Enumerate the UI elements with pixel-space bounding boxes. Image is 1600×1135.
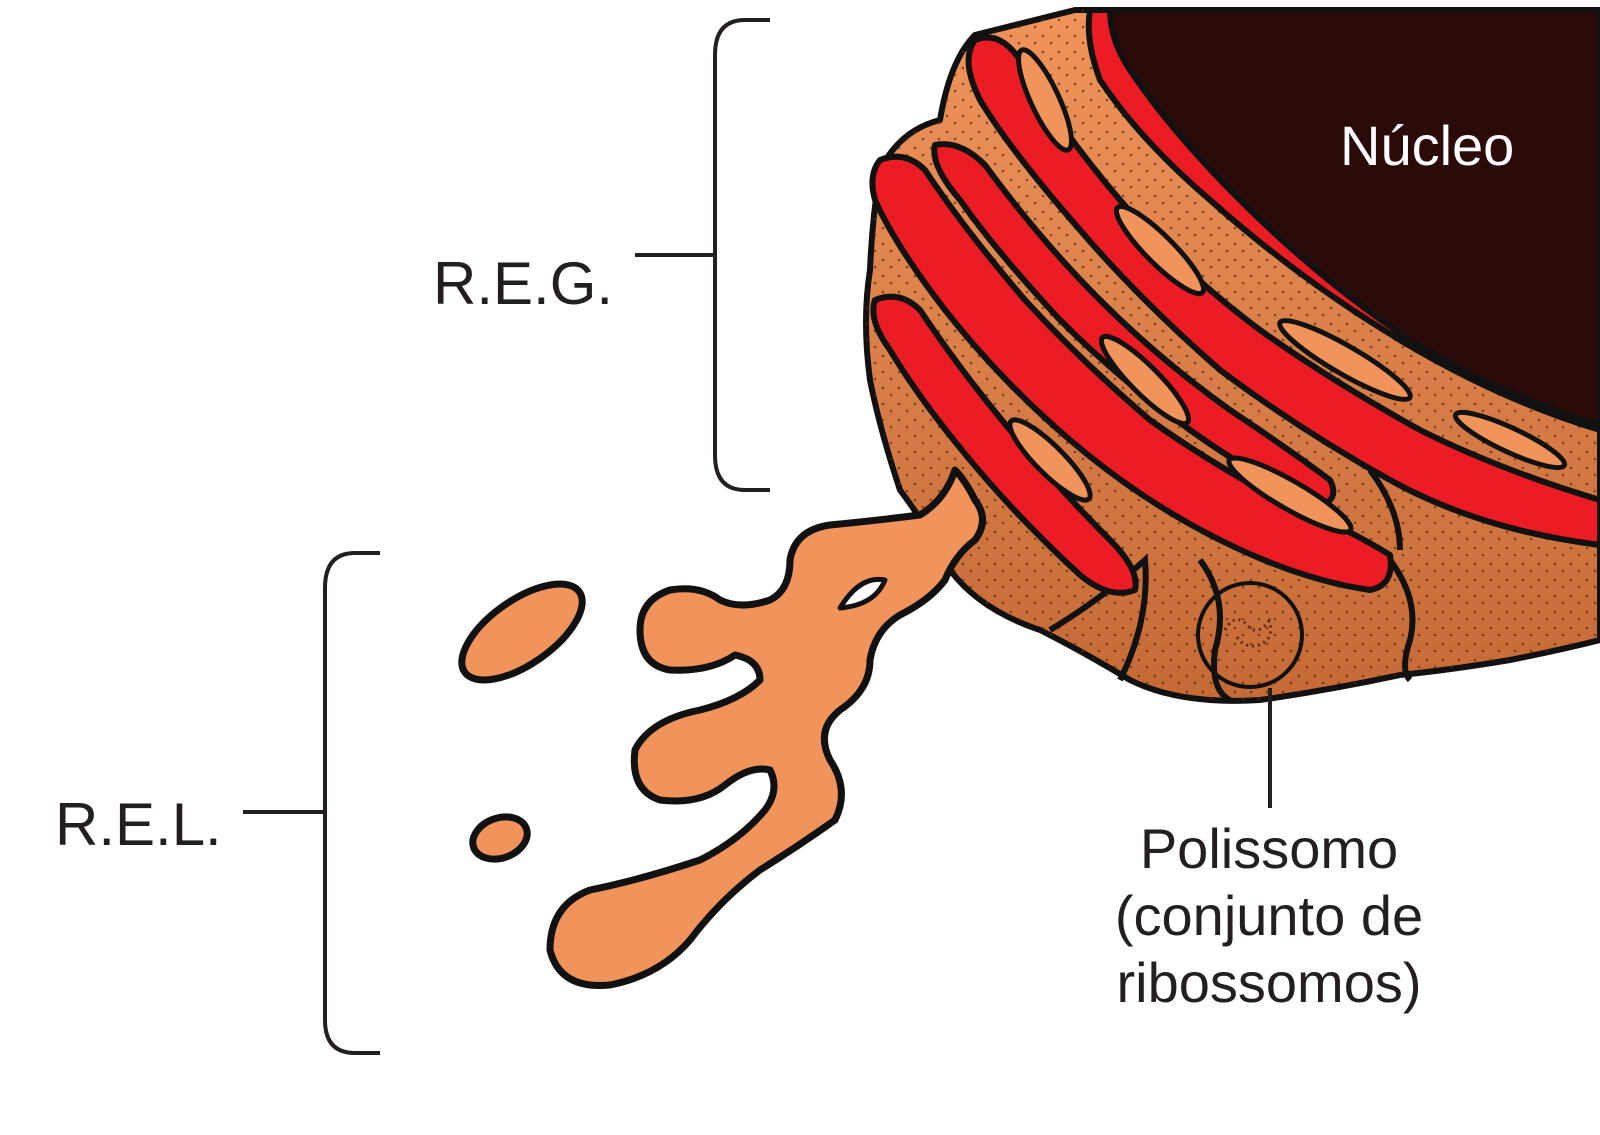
lumen-arm-2	[869, 153, 1394, 593]
cisterna-fold-3	[1387, 558, 1416, 683]
smooth-er	[458, 466, 986, 990]
lumen-arm-4	[931, 141, 1337, 508]
polysome-label-line-3: ribossomos)	[1117, 951, 1422, 1014]
lumen-arm-3	[870, 293, 1139, 596]
rel-bracket	[243, 551, 380, 1055]
smooth-er-vesicle-2	[469, 813, 531, 863]
nucleus	[1106, 7, 1600, 429]
lumen-slits	[1007, 47, 1568, 535]
rel-label: R.E.L.	[55, 791, 222, 858]
smooth-er-vesicle-1	[458, 580, 586, 684]
nucleus-label: Núcleo	[1340, 114, 1514, 177]
polysome-label-line-1: Polissomo	[1140, 817, 1398, 880]
smooth-er-fenestra	[837, 576, 888, 611]
polysome-label-line-2: (conjunto de	[1115, 884, 1423, 947]
cisterna-fold-2	[1197, 558, 1232, 703]
reg-label: R.E.G.	[433, 250, 613, 317]
reg-bracket	[635, 18, 770, 492]
smooth-er-tubules	[546, 466, 986, 990]
polysome-dots	[1223, 617, 1273, 648]
cisterna-fold-4	[1367, 468, 1403, 551]
polysome-circle	[1196, 581, 1304, 689]
cisterna-fold-1	[1048, 553, 1149, 682]
